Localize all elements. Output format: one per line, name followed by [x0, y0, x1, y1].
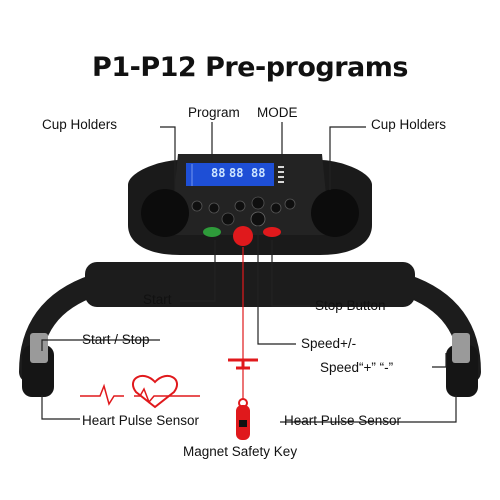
label-safety-key: Magnet Safety Key	[183, 444, 298, 459]
leader-start-stop	[41, 339, 160, 351]
stop-button	[263, 227, 281, 237]
handlebar-crossbar	[85, 262, 415, 307]
leader-heart-left	[41, 395, 80, 420]
label-speed-quoted: Speed“+” “-”	[320, 360, 394, 375]
lcd-readout-3: 88	[251, 166, 266, 180]
label-start: Start	[143, 292, 172, 307]
leader-speed	[257, 226, 296, 345]
lcd-screen	[186, 163, 244, 186]
leader-cup-left	[160, 126, 176, 190]
label-start-stop: Start / Stop	[82, 332, 150, 347]
label-program: Program	[188, 105, 240, 120]
heartbeat-line-icon	[80, 383, 124, 406]
label-heart-sensor-right: Heart Pulse Sensor	[284, 413, 402, 428]
safety-key-clip	[228, 358, 258, 370]
cup-holder-left	[141, 189, 189, 237]
leader-cup-right	[329, 126, 366, 190]
label-heart-sensor-left: Heart Pulse Sensor	[82, 413, 200, 428]
start-button	[203, 227, 221, 237]
left-grip-sensor	[30, 333, 48, 363]
label-cup-holders-left: Cup Holders	[42, 117, 118, 132]
speed-minus-button	[221, 212, 235, 226]
label-speed-plus-minus: Speed+/-	[301, 336, 357, 351]
leader-speed-quoted	[432, 353, 447, 368]
cup-holder-right	[311, 189, 359, 237]
heart-icon	[132, 375, 178, 409]
leader-start	[180, 240, 216, 302]
leader-stop	[271, 240, 310, 307]
speed-plus-button	[250, 211, 266, 227]
safety-key-socket	[233, 226, 253, 246]
console-buttons	[191, 196, 296, 214]
indicator-leds	[278, 166, 284, 183]
lcd-readout-2: 88	[229, 166, 244, 180]
leader-heart-right	[280, 395, 457, 423]
right-grip-sensor	[452, 333, 470, 363]
label-stop-button: Stop Button	[315, 298, 386, 313]
lcd-screen-2	[244, 163, 274, 186]
label-cup-holders-right: Cup Holders	[371, 117, 447, 132]
page-title: P1-P12 Pre-programs	[92, 52, 408, 83]
lcd-readout-1: 88	[211, 166, 226, 180]
label-mode: MODE	[257, 105, 298, 120]
